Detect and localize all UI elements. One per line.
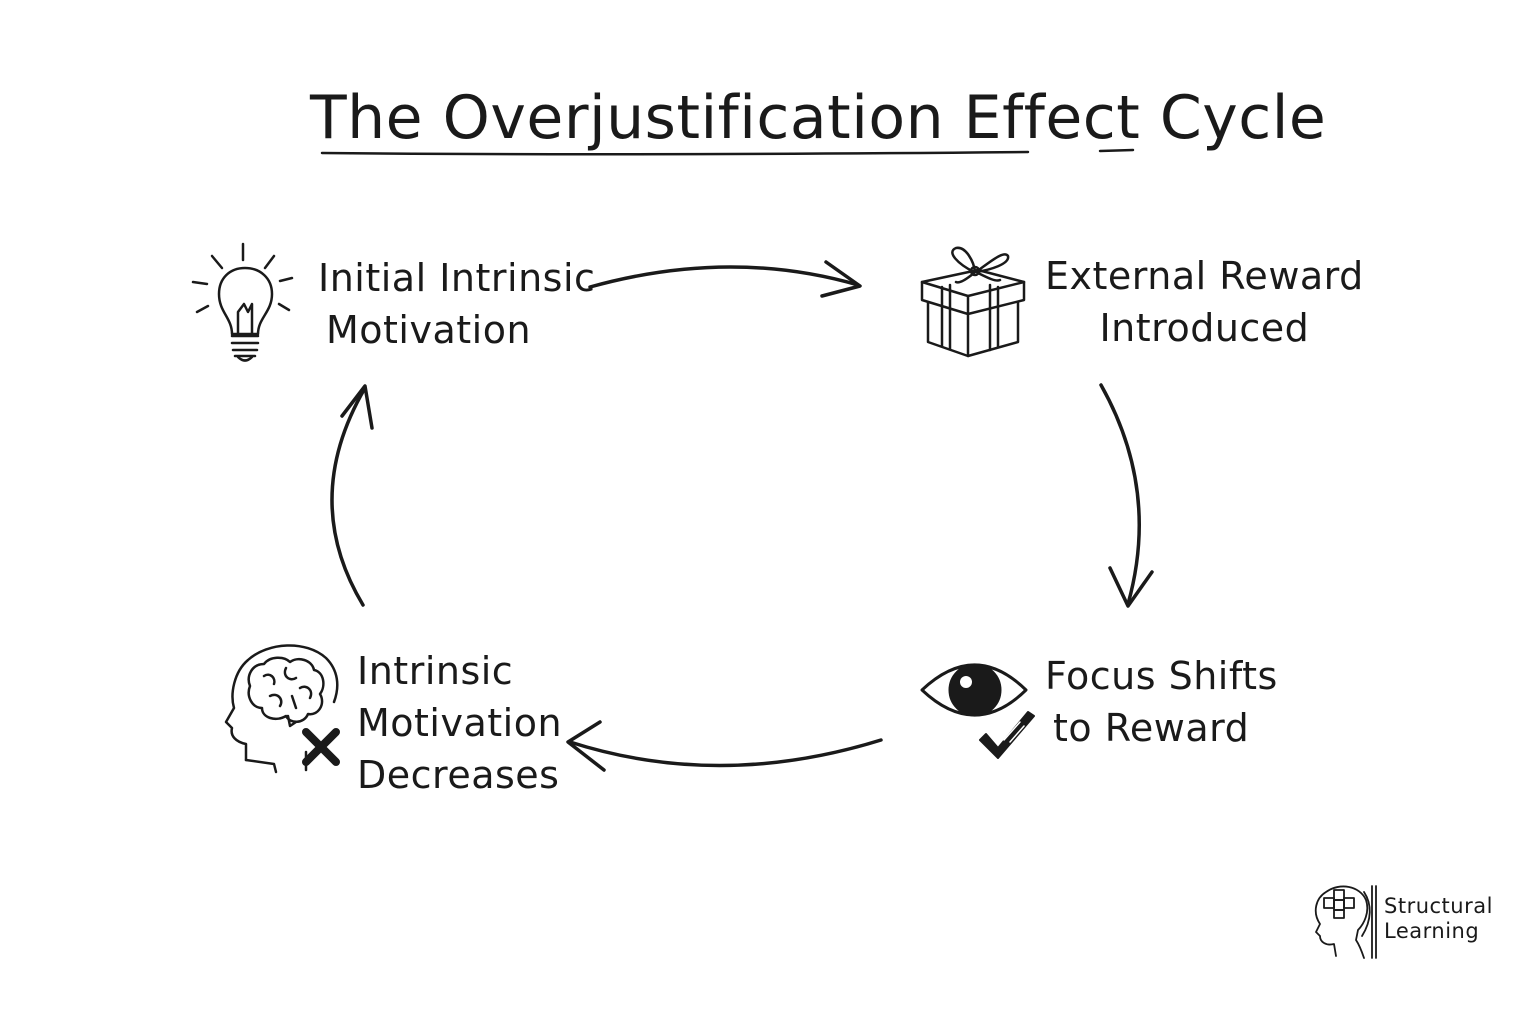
brand-logo: Structural Learning <box>1384 894 1493 944</box>
node-label-line: Motivation <box>357 701 563 745</box>
node-label-line: Focus Shifts <box>1045 654 1278 698</box>
node-label-line: Initial Intrinsic <box>318 256 596 300</box>
arrow-focus-to-decreases <box>566 720 883 772</box>
node-label-line: Intrinsic <box>357 649 514 693</box>
arrow-initial-to-external <box>588 260 862 298</box>
node-label-line: to Reward <box>1053 706 1250 750</box>
node-focus-shifts-to-reward: Focus Shifts to Reward <box>1045 650 1278 754</box>
logo-line: Structural <box>1384 894 1493 918</box>
logo-line: Learning <box>1384 919 1480 943</box>
node-intrinsic-motivation-decreases: Intrinsic Motivation Decreases <box>357 645 562 801</box>
title-underline <box>320 148 1135 156</box>
node-label-line: Decreases <box>357 753 560 797</box>
gift-icon <box>920 246 1026 358</box>
node-external-reward-introduced: External Reward Introduced <box>1045 250 1364 354</box>
eye-with-checkmark-icon <box>920 663 1035 759</box>
lightbulb-icon <box>191 242 294 362</box>
node-label-line: Introduced <box>1099 306 1310 350</box>
arrow-external-to-focus <box>1099 383 1154 608</box>
head-puzzle-icon <box>1314 885 1377 959</box>
node-label-line: Motivation <box>326 308 532 352</box>
brain-head-with-x-icon <box>224 644 340 774</box>
arrow-decreases-to-initial <box>330 384 374 607</box>
node-initial-intrinsic-motivation: Initial Intrinsic Motivation <box>318 252 595 356</box>
node-label-line: External Reward <box>1045 254 1364 298</box>
